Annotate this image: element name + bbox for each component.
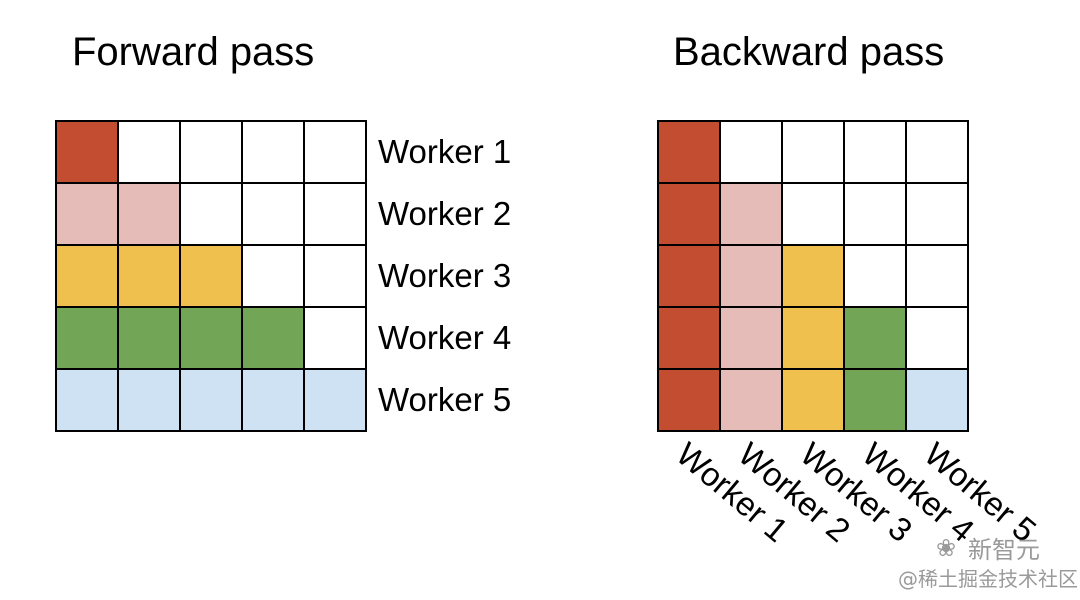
watermark: ❀ 新智元 @稀土掘金技术社区 [898, 534, 1078, 591]
watermark-line2: @稀土掘金技术社区 [898, 567, 1078, 591]
forward-cell-r5-c1 [55, 368, 119, 432]
forward-row-label-5: Worker 5 [378, 381, 511, 418]
forward-cell-r2-c5 [303, 182, 367, 246]
forward-grid [55, 120, 367, 432]
backward-col-labels: Worker 1 Worker 2 Worker 3 Worker 4 Work… [670, 435, 1044, 549]
backward-cell-r5-c4 [843, 368, 907, 432]
backward-cell-r5-c5 [905, 368, 969, 432]
backward-cell-r2-c4 [843, 182, 907, 246]
backward-cell-r3-c1 [657, 244, 721, 308]
forward-cell-r4-c1 [55, 306, 119, 370]
forward-row-label-2: Worker 2 [378, 195, 511, 232]
forward-cell-r3-c2 [117, 244, 181, 308]
forward-row-labels: Worker 1 Worker 2 Worker 3 Worker 4 Work… [378, 133, 511, 418]
forward-cell-r2-c4 [241, 182, 305, 246]
forward-title: Forward pass [72, 30, 314, 74]
forward-cell-r4-c4 [241, 306, 305, 370]
backward-cell-r1-c1 [657, 120, 721, 184]
backward-cell-r3-c5 [905, 244, 969, 308]
forward-cell-r1-c4 [241, 120, 305, 184]
backward-cell-r3-c4 [843, 244, 907, 308]
watermark-logo-icon: ❀ [936, 534, 956, 562]
forward-cell-r2-c1 [55, 182, 119, 246]
forward-row-label-1: Worker 1 [378, 133, 511, 170]
backward-cell-r1-c4 [843, 120, 907, 184]
backward-cell-r1-c2 [719, 120, 783, 184]
forward-cell-r5-c3 [179, 368, 243, 432]
backward-cell-r4-c4 [843, 306, 907, 370]
backward-cell-r2-c3 [781, 182, 845, 246]
forward-cell-r5-c5 [303, 368, 367, 432]
backward-cell-r2-c1 [657, 182, 721, 246]
forward-cell-r3-c4 [241, 244, 305, 308]
backward-cell-r3-c3 [781, 244, 845, 308]
watermark-line1: 新智元 [968, 536, 1040, 564]
backward-title: Backward pass [673, 30, 944, 74]
forward-cell-r2-c3 [179, 182, 243, 246]
forward-cell-r1-c3 [179, 120, 243, 184]
backward-cell-r2-c5 [905, 182, 969, 246]
backward-cell-r4-c1 [657, 306, 721, 370]
forward-cell-r1-c2 [117, 120, 181, 184]
forward-cell-r1-c5 [303, 120, 367, 184]
backward-cell-r1-c3 [781, 120, 845, 184]
forward-cell-r5-c4 [241, 368, 305, 432]
forward-cell-r4-c3 [179, 306, 243, 370]
backward-cell-r4-c3 [781, 306, 845, 370]
forward-cell-r3-c5 [303, 244, 367, 308]
backward-cell-r2-c2 [719, 182, 783, 246]
forward-cell-r1-c1 [55, 120, 119, 184]
forward-cell-r4-c5 [303, 306, 367, 370]
forward-cell-r2-c2 [117, 182, 181, 246]
backward-cell-r3-c2 [719, 244, 783, 308]
forward-row-label-4: Worker 4 [378, 319, 511, 356]
backward-grid [657, 120, 969, 432]
forward-cell-r3-c1 [55, 244, 119, 308]
backward-cell-r5-c2 [719, 368, 783, 432]
backward-cell-r5-c1 [657, 368, 721, 432]
backward-cell-r1-c5 [905, 120, 969, 184]
backward-cell-r4-c5 [905, 306, 969, 370]
forward-cell-r3-c3 [179, 244, 243, 308]
forward-row-label-3: Worker 3 [378, 257, 511, 294]
backward-cell-r5-c3 [781, 368, 845, 432]
forward-cell-r5-c2 [117, 368, 181, 432]
forward-cell-r4-c2 [117, 306, 181, 370]
backward-cell-r4-c2 [719, 306, 783, 370]
